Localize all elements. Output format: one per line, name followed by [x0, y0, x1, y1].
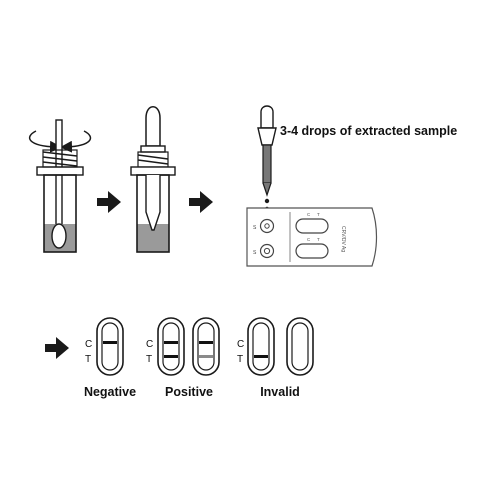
result-negative: C T [85, 317, 124, 376]
cassette-brand-text: CRV/DV Ag [340, 226, 346, 252]
result-window [295, 218, 329, 234]
positive-label: Positive [165, 385, 213, 399]
window-mark: T [317, 212, 320, 217]
t-line-label: T [237, 354, 243, 365]
well-mark: S [253, 225, 257, 231]
c-line-label: C [85, 339, 92, 350]
invalid-label: Invalid [260, 385, 300, 399]
tube-threads [42, 151, 78, 167]
results-arrow-icon [45, 337, 69, 359]
swab-tip [51, 223, 67, 249]
step3-instruction: 3-4 drops of extracted sample [280, 124, 457, 138]
well-mark: S [253, 250, 257, 256]
t-line-label: T [146, 354, 152, 365]
test-line [164, 355, 178, 358]
step1-extraction-tube [28, 119, 92, 253]
window-mark: C [307, 237, 311, 242]
negative-label: Negative [84, 385, 136, 399]
result-window [295, 243, 329, 259]
result-positive: C T [146, 317, 220, 376]
t-line-label: T [85, 354, 91, 365]
rotation-arrow-icon [60, 130, 92, 153]
result-invalid: C T [237, 317, 314, 376]
sample-drop [264, 198, 270, 204]
control-line [164, 341, 178, 344]
c-line-label: C [146, 339, 153, 350]
window-mark: C [307, 212, 311, 217]
dropper-bulb [145, 106, 161, 147]
control-line [199, 341, 213, 344]
control-line [103, 341, 117, 344]
dropper-nozzle [145, 175, 161, 231]
window-mark: T [317, 237, 320, 242]
test-cassette: S S C T C T CRV/DV Ag [246, 207, 378, 267]
step3-pipette [257, 105, 277, 212]
step-arrow-icon [189, 191, 213, 213]
rotation-arrow-icon [28, 130, 62, 153]
test-line [254, 355, 268, 358]
c-line-label: C [237, 339, 244, 350]
test-line-faint [199, 355, 213, 358]
tube-body [43, 174, 77, 253]
step-arrow-icon [97, 191, 121, 213]
step2-dropper-tube [130, 106, 176, 253]
tube-cap-ring [36, 166, 84, 176]
